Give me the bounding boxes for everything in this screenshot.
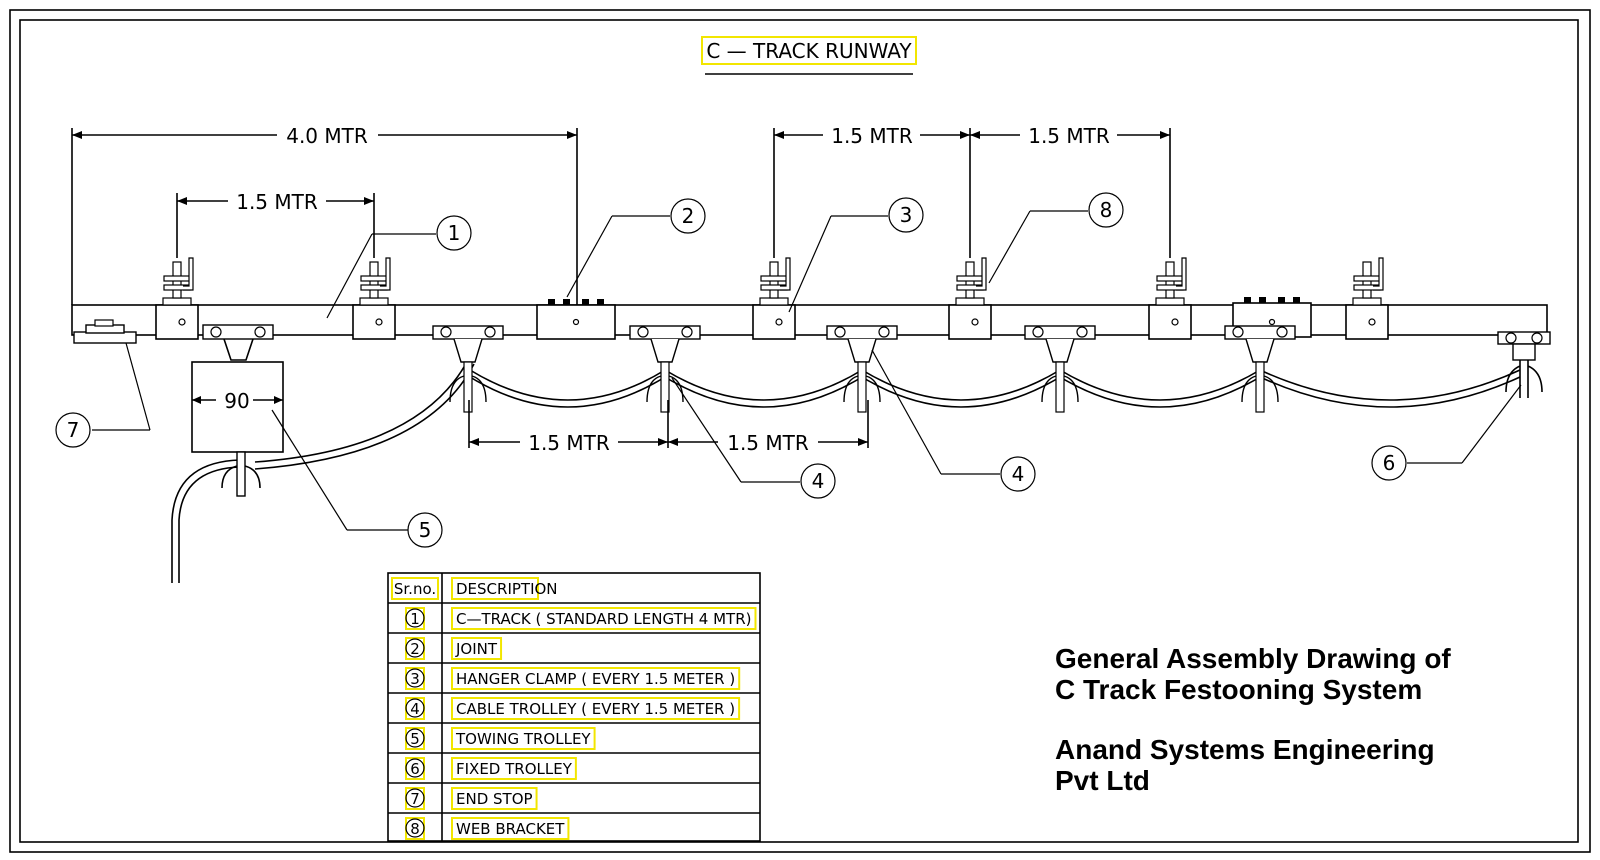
fixed-trolley xyxy=(1497,331,1551,398)
title-line-3: Anand Systems Engineering xyxy=(1055,734,1435,765)
row-number: 6 xyxy=(410,760,420,778)
row-number: 8 xyxy=(410,820,420,838)
svg-text:5: 5 xyxy=(419,518,432,542)
outer-border xyxy=(9,9,1591,853)
dim-trolley-left: 1.5 MTR xyxy=(528,431,610,455)
callout-4b: 4 xyxy=(1000,456,1036,492)
towing-trolley xyxy=(191,324,284,497)
row-description: HANGER CLAMP ( EVERY 1.5 METER ) xyxy=(456,670,735,688)
dim-overall: 4.0 MTR xyxy=(286,124,368,148)
svg-text:4: 4 xyxy=(812,469,825,493)
cable-trolley xyxy=(432,325,504,413)
row-number: 3 xyxy=(410,670,420,688)
svg-text:4: 4 xyxy=(1012,462,1025,486)
row-number: 1 xyxy=(410,610,420,628)
parts-table: Sr.no. DESCRIPTION 1 C—TRACK ( STANDARD L… xyxy=(387,572,761,842)
table-row: 4 CABLE TROLLEY ( EVERY 1.5 METER ) xyxy=(405,697,741,720)
callout-1: 1 xyxy=(436,215,472,251)
svg-text:3: 3 xyxy=(900,203,913,227)
inner-border xyxy=(19,19,1579,843)
cable-trolleys xyxy=(432,325,1296,413)
table-row: 6 FIXED TROLLEY xyxy=(405,757,577,780)
title-line-4: Pvt Ltd xyxy=(1055,765,1150,796)
callout-5: 5 xyxy=(407,512,443,548)
festoon-cable xyxy=(171,359,1521,583)
table-row: 5 TOWING TROLLEY xyxy=(405,727,596,750)
callout-3: 3 xyxy=(888,197,924,233)
dim-trolley-right: 1.5 MTR xyxy=(727,431,809,455)
table-header: Sr.no. DESCRIPTION xyxy=(391,577,558,600)
row-description: FIXED TROLLEY xyxy=(456,760,573,778)
drawing-title: C — TRACK RUNWAY xyxy=(701,36,917,75)
web-bracket xyxy=(183,257,194,291)
web-bracket xyxy=(976,257,987,291)
hanger-clamp xyxy=(1148,257,1192,340)
row-number: 5 xyxy=(410,730,420,748)
web-bracket xyxy=(380,257,391,291)
header-description: DESCRIPTION xyxy=(456,580,558,598)
hanger-clamp xyxy=(352,257,396,340)
web-bracket xyxy=(1176,257,1187,291)
c-track xyxy=(71,304,1548,336)
callout-4a: 4 xyxy=(800,463,836,499)
leader-lines xyxy=(92,210,1522,531)
row-number: 7 xyxy=(410,790,420,808)
row-description: WEB BRACKET xyxy=(456,820,565,838)
callout-2: 2 xyxy=(670,198,706,234)
title-line-1: General Assembly Drawing of xyxy=(1055,643,1451,674)
svg-text:6: 6 xyxy=(1383,451,1396,475)
svg-text:2: 2 xyxy=(682,204,695,228)
svg-text:8: 8 xyxy=(1100,198,1113,222)
callout-8: 8 xyxy=(1088,192,1124,228)
cable-trolley xyxy=(1224,325,1296,413)
dim-clamp-mid: 1.5 MTR xyxy=(831,124,913,148)
title-line-2: C Track Festooning System xyxy=(1055,674,1423,705)
hanger-clamps xyxy=(155,257,1389,340)
joint-1 xyxy=(536,299,616,340)
title-block: General Assembly Drawing of C Track Fest… xyxy=(1055,643,1575,796)
dim-clamp-right: 1.5 MTR xyxy=(1028,124,1110,148)
row-number: 2 xyxy=(410,640,420,658)
table-row: 1 C—TRACK ( STANDARD LENGTH 4 MTR) xyxy=(405,607,757,630)
row-description: END STOP xyxy=(456,790,533,808)
svg-text:1: 1 xyxy=(448,221,461,245)
hanger-clamp xyxy=(948,257,992,340)
dimension-arrows xyxy=(72,131,1170,446)
table-row: 8 WEB BRACKET xyxy=(405,817,570,840)
table-row: 2 JOINT xyxy=(405,637,503,660)
end-stop-left xyxy=(73,319,137,344)
row-description: CABLE TROLLEY ( EVERY 1.5 METER ) xyxy=(456,700,735,718)
svg-text:C — TRACK RUNWAY: C — TRACK RUNWAY xyxy=(706,39,912,63)
hanger-clamp xyxy=(155,257,199,340)
row-description: C—TRACK ( STANDARD LENGTH 4 MTR) xyxy=(456,610,751,628)
cable-trolley xyxy=(1024,325,1096,413)
row-number: 4 xyxy=(410,700,420,718)
cable-trolley xyxy=(826,325,898,413)
table-row: 3 HANGER CLAMP ( EVERY 1.5 METER ) xyxy=(405,667,741,690)
row-description: TOWING TROLLEY xyxy=(455,730,591,748)
svg-text:7: 7 xyxy=(67,418,80,442)
hanger-clamp xyxy=(752,257,796,340)
hanger-clamp xyxy=(1345,257,1389,340)
header-srno: Sr.no. xyxy=(394,580,436,598)
web-bracket xyxy=(780,257,791,291)
dim-towing-width: 90 xyxy=(224,389,249,413)
callout-6: 6 xyxy=(1371,445,1407,481)
table-row: 7 END STOP xyxy=(405,787,538,810)
web-bracket xyxy=(1373,257,1384,291)
row-description: JOINT xyxy=(455,640,498,658)
cable-trolley xyxy=(629,325,701,413)
callout-7: 7 xyxy=(55,412,91,448)
dim-clamp-left: 1.5 MTR xyxy=(236,190,318,214)
